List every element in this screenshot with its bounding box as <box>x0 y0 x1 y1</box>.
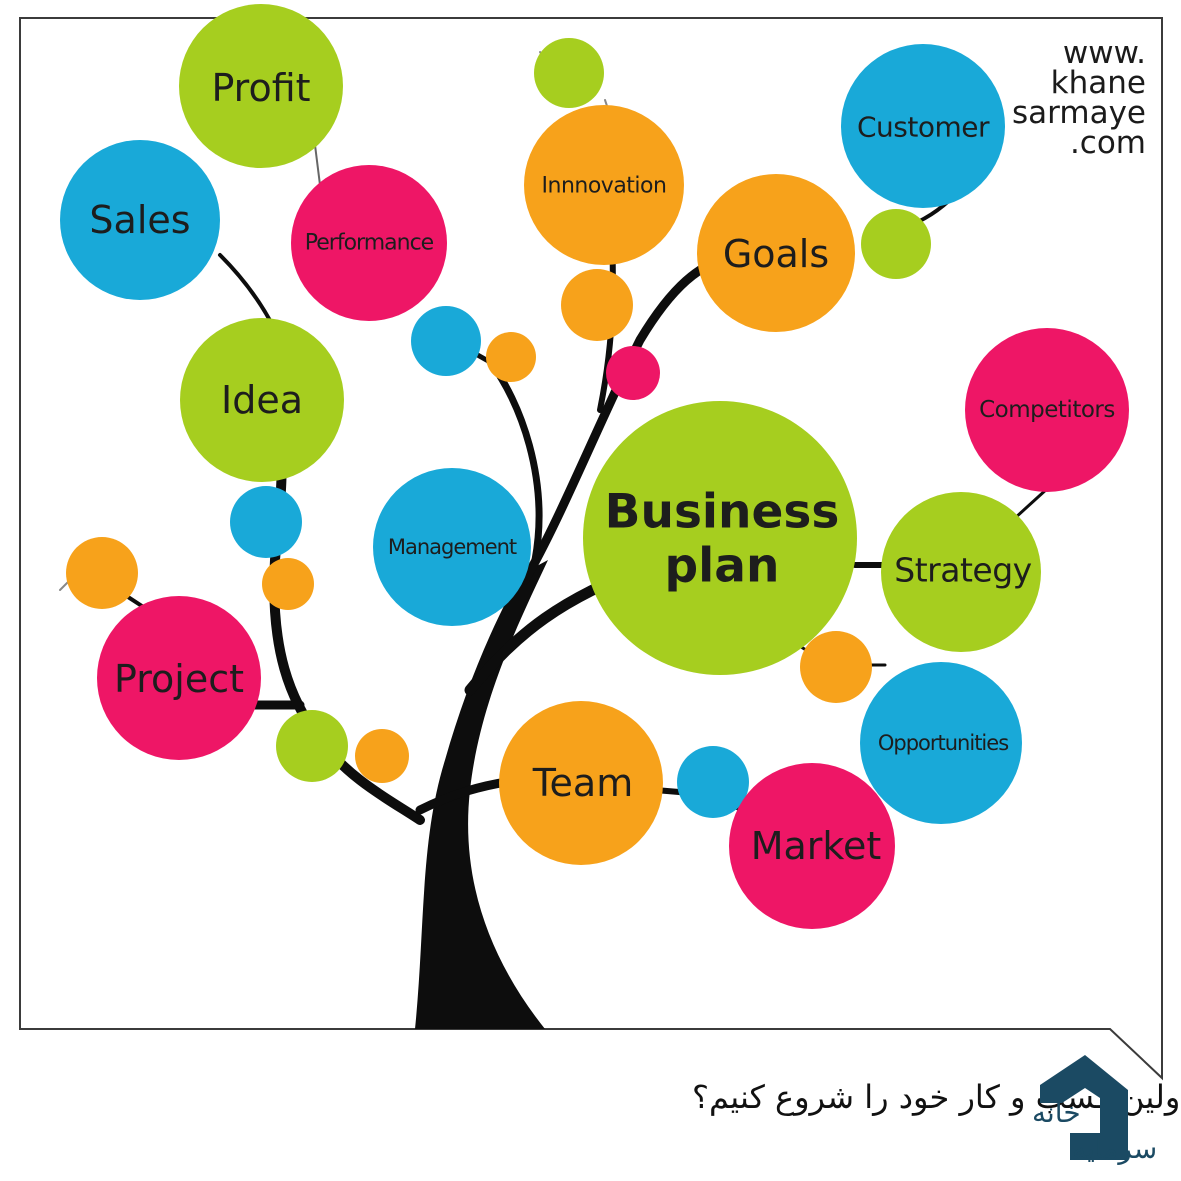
node-competitors-label: Competitors <box>979 397 1115 423</box>
node-profit: Profit <box>179 4 343 168</box>
node-market: Market <box>729 763 895 929</box>
node-strategy-label: Strategy <box>894 551 1031 590</box>
tree-trunk <box>415 560 548 1029</box>
node-strategy: Strategy <box>881 492 1041 652</box>
node-project: Project <box>97 596 261 760</box>
labelled-nodes: Profit Sales Performance Innnovation Goa… <box>60 4 1129 929</box>
node-innovation: Innnovation <box>524 105 684 265</box>
dot-orange-trunk <box>355 729 409 783</box>
node-innovation-label: Innnovation <box>542 174 667 199</box>
dot-blue-performance <box>411 306 481 376</box>
dot-orange-idea <box>262 558 314 610</box>
node-idea-label: Idea <box>221 378 303 422</box>
website-line-4: .com <box>1070 125 1146 161</box>
node-customer: Customer <box>841 44 1005 208</box>
dot-green-trunk <box>276 710 348 782</box>
dot-blue-market <box>677 746 749 818</box>
node-business-plan: Business plan <box>583 401 857 675</box>
dot-green-customer <box>861 209 931 279</box>
node-business-plan-line1: Business <box>605 485 840 540</box>
dot-blue-idea <box>230 486 302 558</box>
node-project-label: Project <box>114 657 244 701</box>
node-business-plan-line2: plan <box>665 539 780 594</box>
node-competitors: Competitors <box>965 328 1129 492</box>
node-customer-label: Customer <box>857 111 990 144</box>
node-market-label: Market <box>751 824 882 868</box>
dot-pink-center <box>606 346 660 400</box>
logo-house-icon <box>1040 1055 1128 1160</box>
website-line-1: www. <box>1063 35 1146 71</box>
dot-orange-performance <box>486 332 536 382</box>
node-opportunities-label: Opportunities <box>878 731 1008 755</box>
node-sales-label: Sales <box>89 198 190 242</box>
node-goals-label: Goals <box>723 232 829 276</box>
node-idea: Idea <box>180 318 344 482</box>
website-watermark: www. khane sarmaye .com <box>1012 35 1146 161</box>
website-line-2: khane <box>1051 65 1146 101</box>
frame-border <box>19 17 1163 1081</box>
khane-sarmaye-logo: خانه سرمایه <box>1032 1055 1157 1165</box>
node-profit-label: Profit <box>211 66 310 110</box>
node-management-label: Management <box>388 535 517 559</box>
logo-word-1: خانه <box>1032 1096 1081 1129</box>
node-goals: Goals <box>697 174 855 332</box>
node-performance-label: Performance <box>305 231 434 256</box>
dot-orange-strategy <box>800 631 872 703</box>
logo-word-2: سرمایه <box>1072 1132 1157 1165</box>
node-team-label: Team <box>532 761 633 805</box>
node-management: Management <box>373 468 531 626</box>
small-circles <box>66 38 931 818</box>
node-sales: Sales <box>60 140 220 300</box>
node-team: Team <box>499 701 663 865</box>
node-performance: Performance <box>291 165 447 321</box>
dot-green-top <box>534 38 604 108</box>
node-opportunities: Opportunities <box>860 662 1022 824</box>
website-line-3: sarmaye <box>1012 95 1146 131</box>
dot-orange-project <box>66 537 138 609</box>
dot-orange-innovation <box>561 269 633 341</box>
